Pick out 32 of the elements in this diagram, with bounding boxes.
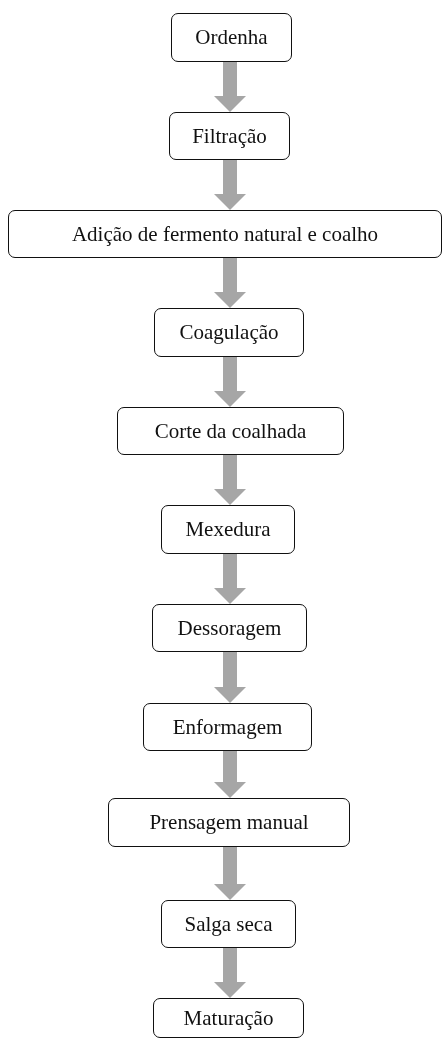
block-arrow: [214, 652, 246, 703]
step-label: Enformagem: [172, 714, 283, 740]
process-box: [117, 407, 344, 455]
process-box: [171, 13, 292, 62]
block-arrow: [214, 751, 246, 798]
block-arrow: [214, 258, 246, 308]
block-arrow: [214, 948, 246, 998]
block-arrow: [214, 847, 246, 900]
process-box: [153, 998, 304, 1038]
process-box: [108, 798, 350, 847]
step-label: Dessoragem: [177, 615, 282, 641]
process-box: [154, 308, 304, 357]
step-label: Adição de fermento natural e coalho: [71, 221, 379, 247]
step-label: Prensagem manual: [149, 810, 309, 835]
process-box: [169, 112, 290, 160]
process-box: [143, 703, 312, 751]
step-label: Filtração: [192, 123, 267, 149]
block-arrow: [214, 554, 246, 604]
step-label: Coagulação: [179, 320, 279, 345]
block-arrow: [214, 62, 246, 112]
process-box: [152, 604, 307, 652]
process-box: [161, 505, 295, 554]
step-label: Maturação: [183, 1005, 274, 1031]
block-arrow: [214, 455, 246, 505]
process-box: [161, 900, 296, 948]
step-label: Ordenha: [195, 25, 268, 50]
block-arrow: [214, 160, 246, 210]
step-label: Salga seca: [184, 911, 273, 937]
step-label: Mexedura: [185, 517, 271, 542]
block-arrow: [214, 357, 246, 407]
process-box: [8, 210, 442, 258]
step-label: Corte da coalhada: [154, 418, 307, 444]
